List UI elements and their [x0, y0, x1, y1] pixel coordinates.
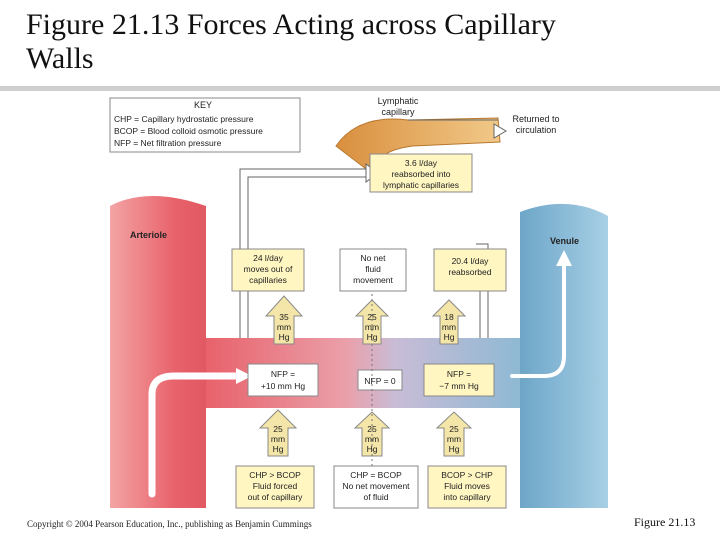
lymph-box-line-1: 3.6 l/day	[405, 158, 438, 168]
nfp-2-line-1: NFP = 0	[364, 376, 396, 386]
bottom-2-line-1: CHP = BCOP	[350, 470, 402, 480]
slide-title-line-1: Figure 21.13 Forces Acting across Capill…	[26, 8, 556, 41]
flow-box-2-line-1: No net	[360, 253, 386, 263]
bottom-box-1	[235, 465, 315, 509]
key-heading: KEY	[194, 100, 212, 110]
nfp-3-line-2: −7 mm Hg	[439, 381, 479, 391]
bcop-2-line-3: Hg	[367, 444, 378, 454]
flow-box-3-line-1: 20.4 l/day	[452, 256, 490, 266]
nfp-3-line-1: NFP =	[447, 369, 471, 379]
lymph-box-line-3: lymphatic capillaries	[383, 180, 459, 190]
slide-title-line-2: Walls	[26, 42, 94, 75]
bottom-1-line-3: out of capillary	[248, 492, 304, 502]
venule-flow-arrow	[510, 262, 566, 378]
flow-box-1-line-3: capillaries	[249, 275, 287, 285]
bcop-2-line-2: mm	[365, 434, 379, 444]
flow-box-2-line-2: fluid	[365, 264, 381, 274]
nfp-1-line-1: NFP =	[271, 369, 295, 379]
bottom-3-line-2: Fluid moves	[444, 481, 490, 491]
chp-arrows	[264, 295, 467, 345]
nfp-box-1	[247, 363, 319, 397]
title-divider	[0, 86, 720, 91]
arteriole-label: Arteriole	[130, 230, 167, 240]
bcop-3-line-1: 25	[449, 424, 459, 434]
copyright-notice: Copyright © 2004 Pearson Education, Inc.…	[27, 519, 312, 529]
bcop-1-line-2: mm	[271, 434, 285, 444]
bottom-3-line-3: into capillary	[443, 492, 491, 502]
flow-box-3-line-2: reabsorbed	[448, 267, 491, 277]
chp-2-line-2: mm	[365, 322, 379, 332]
chp-1-line-2: mm	[277, 322, 291, 332]
flow-box-2-line-3: movement	[353, 275, 393, 285]
venule-flow-arrowhead	[556, 250, 572, 266]
venule-vessel	[488, 203, 608, 508]
chp-3-line-1: 18	[444, 312, 454, 322]
venule-label: Venule	[550, 236, 579, 246]
flow-box-3	[433, 248, 507, 292]
arteriole-flow-arrow	[148, 372, 242, 498]
bottom-box-3	[427, 465, 507, 509]
key-line-1: CHP = Capillary hydrostatic pressure	[114, 114, 254, 124]
flow-box-1	[231, 248, 305, 292]
bcop-arrows	[258, 409, 473, 457]
slide-title: Figure 21.13 Forces Acting across Capill…	[26, 8, 706, 76]
bottom-3-line-1: BCOP > CHP	[441, 470, 493, 480]
lymphatic-label-2: capillary	[381, 107, 415, 117]
chp-3-line-2: mm	[442, 322, 456, 332]
flow-box-1-line-2: moves out of	[244, 264, 293, 274]
nfp-box-2	[357, 369, 403, 391]
flow-box-1-line-1: 24 l/day	[253, 253, 284, 263]
bottom-2-line-2: No net movement	[342, 481, 410, 491]
returned-arrowhead	[493, 123, 507, 139]
lymph-box-line-2: reabsorbed into	[391, 169, 450, 179]
bcop-3-line-3: Hg	[449, 444, 460, 454]
bcop-2-line-1: 25	[367, 424, 377, 434]
chp-1-line-1: 35	[279, 312, 289, 322]
bcop-3-line-2: mm	[447, 434, 461, 444]
chp-2-line-3: Hg	[367, 332, 378, 342]
capillary-diagram: KEY CHP = Capillary hydrostatic pressure…	[108, 94, 618, 512]
bottom-2-line-3: of fluid	[363, 492, 388, 502]
arteriole-vessel	[110, 196, 240, 508]
returned-label-1: Returned to	[512, 114, 559, 124]
bcop-1-line-1: 25	[273, 424, 283, 434]
bcop-1-line-3: Hg	[273, 444, 284, 454]
figure-label: Figure 21.13	[634, 515, 696, 529]
bottom-1-line-2: Fluid forced	[253, 481, 298, 491]
arteriole-flow-arrowhead	[236, 368, 252, 384]
lymphatic-label-1: Lymphatic	[378, 96, 419, 106]
chp-1-line-3: Hg	[279, 332, 290, 342]
key-box	[109, 97, 301, 153]
key-line-3: NFP = Net filtration pressure	[114, 138, 222, 148]
returned-label-2: circulation	[516, 125, 557, 135]
nfp-box-3	[423, 363, 495, 397]
flow-box-2	[339, 248, 407, 292]
nfp-1-line-2: +10 mm Hg	[261, 381, 305, 391]
chp-2-line-1: 25	[367, 312, 377, 322]
key-line-2: BCOP = Blood colloid osmotic pressure	[114, 126, 263, 136]
bottom-1-line-1: CHP > BCOP	[249, 470, 301, 480]
chp-3-line-3: Hg	[444, 332, 455, 342]
bottom-box-2	[333, 465, 419, 509]
lymph-reabsorbed-box	[369, 153, 473, 193]
